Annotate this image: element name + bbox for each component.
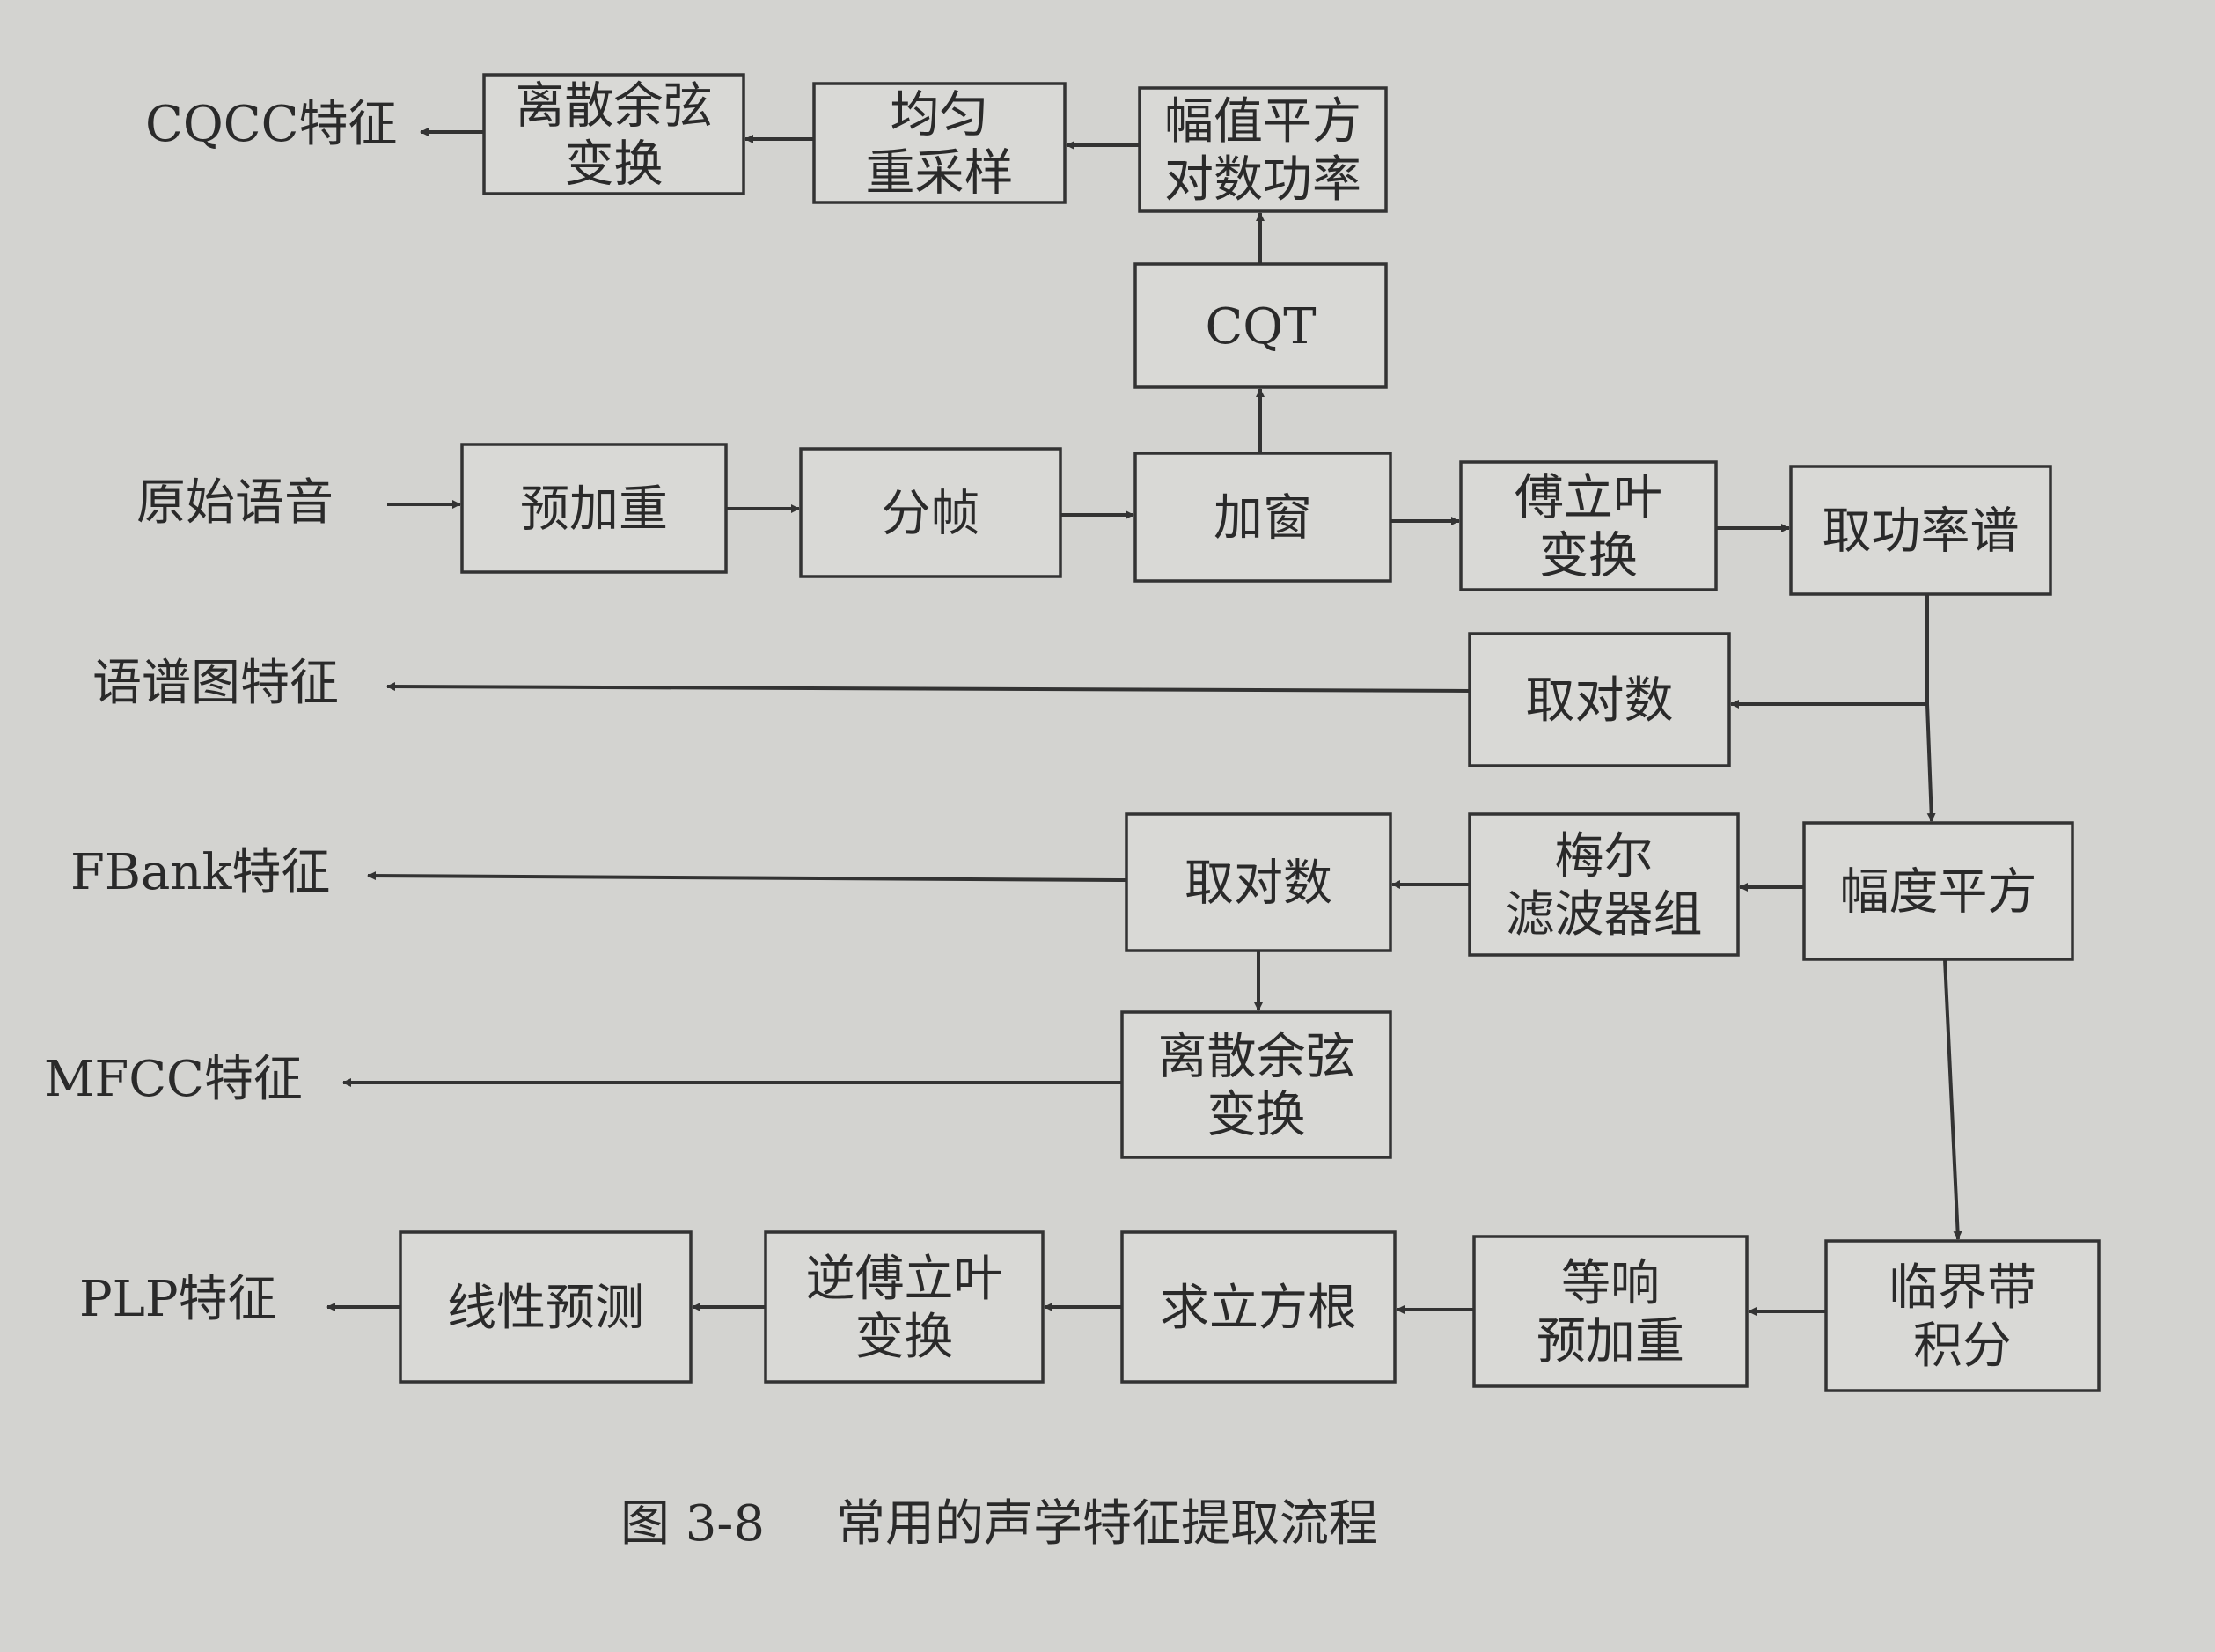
box-framing: 分帧 [799,447,1062,578]
label-spectrogram: 语谱图特征 [92,655,339,712]
box-frame [1468,812,1740,957]
box-frame [1138,86,1388,213]
box-frame [1824,1239,2101,1392]
box-text-line: 变换 [1207,1087,1306,1144]
box-frame [1468,632,1731,767]
box-mag-square: 幅度平方 [1802,821,2074,961]
label-raw-speech: 原始语音 [136,474,334,532]
arrow-log-to-spectrogram [386,682,1471,693]
box-text-line: 等响 [1561,1255,1660,1312]
box-text-line: 傅立叶 [1515,470,1662,527]
box-frame [1472,1235,1749,1388]
box-pre-emphasis: 预加重 [460,443,728,574]
box-text-line: 线性预测 [447,1280,644,1337]
box-cqt: CQT [1133,262,1388,389]
caption-number: 图 3-8 [620,1495,765,1553]
box-text-line: 取对数 [1185,855,1332,913]
box-text-line: 离散余弦 [1158,1029,1355,1086]
box-frame [1120,1230,1397,1384]
box-text-line: 预加重 [520,481,668,539]
box-text-line: 幅度平方 [1840,864,2037,921]
box-text-line: 离散余弦 [516,78,713,136]
box-frame [399,1230,693,1384]
box-text-line: 求立方根 [1160,1280,1357,1337]
box-text-line: 临界带 [1889,1259,2036,1317]
box-text-line: 幅值平方 [1164,93,1361,151]
box-frame [812,82,1067,204]
box-text-line: 变换 [565,136,664,194]
arrow-power-to-log [1730,594,1929,709]
box-text-line: 取对数 [1526,672,1674,730]
process-boxes: 离散余弦变换均匀重采样幅值平方对数功率CQT预加重分帧加窗傅立叶变换取功率谱取对… [399,73,2101,1392]
box-frame [460,443,728,574]
box-text-line: 梅尔 [1555,828,1654,885]
arrow-power-to-magsq [1925,703,1936,822]
box-frame [799,447,1062,578]
figure-caption: 图 3-8 常用的声学特征提取流程 [620,1495,1378,1553]
box-text-line: 均匀 [891,87,989,144]
box-text-line: 变换 [1539,528,1638,585]
box-text-line: 加窗 [1214,490,1312,547]
box-text-line: 预加重 [1537,1313,1684,1370]
label-fbank: FBank特征 [70,844,330,901]
caption-text: 常用的声学特征提取流程 [836,1495,1378,1553]
box-frame [764,1230,1045,1384]
arrow-log-to-fbank [367,871,1127,882]
box-power-spectrum: 取功率谱 [1789,465,2052,596]
box-frame [1802,821,2074,961]
box-text-line: 重采样 [866,145,1014,202]
box-cube-root: 求立方根 [1120,1230,1397,1384]
box-text-line: 变换 [855,1309,954,1366]
connectors [326,128,1962,1316]
box-text-line: 滤波器组 [1506,886,1703,943]
box-text-line: 取功率谱 [1823,503,2020,561]
box-text-line: 积分 [1913,1318,2012,1375]
box-windowing: 加窗 [1133,452,1392,583]
label-mfcc: MFCC特征 [44,1051,303,1108]
label-plp: PLP特征 [79,1271,277,1328]
box-linear-prediction: 线性预测 [399,1230,693,1384]
box-text-line: CQT [1205,298,1316,356]
box-log-spec: 取对数 [1468,632,1731,767]
box-text-line: 对数功率 [1164,151,1361,209]
box-frame [1133,262,1388,389]
box-frame [1789,465,2052,596]
arrow-magsq-to-critical [1943,958,1962,1240]
box-frame [1459,460,1718,591]
box-frame [1125,812,1392,952]
box-text-line: 分帧 [882,486,980,543]
box-frame [1120,1010,1392,1159]
label-cqcc: CQCC特征 [145,96,397,153]
box-log-fbank: 取对数 [1125,812,1392,952]
box-frame [482,73,745,195]
box-text-line: 逆傅立叶 [806,1251,1003,1308]
box-frame [1133,452,1392,583]
